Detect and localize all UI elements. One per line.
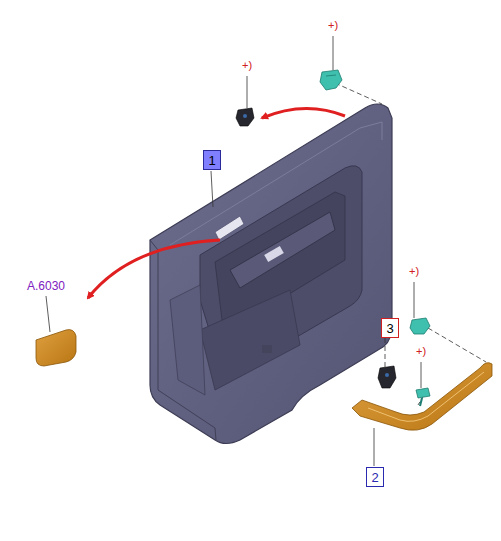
footnote-mark: +) — [409, 266, 419, 277]
teal-clip — [320, 70, 342, 90]
black-clip — [236, 108, 254, 126]
callout-text: 2 — [371, 471, 378, 484]
callout-number: 2 — [366, 467, 384, 487]
door-panel — [150, 104, 392, 444]
callout-text: 3 — [386, 322, 393, 335]
teal-clip — [410, 318, 430, 334]
callout-number: 3 — [381, 318, 399, 338]
switch-bezel — [36, 330, 76, 366]
trim-strip — [352, 363, 492, 431]
removal-arrow — [262, 108, 345, 118]
teal-screw — [416, 388, 430, 406]
dashed-guides — [335, 83, 486, 405]
removal-arrow — [88, 240, 220, 298]
part-reference: A.6030 — [27, 280, 65, 292]
callout-text: 1 — [208, 154, 215, 167]
black-clip — [378, 366, 396, 388]
footnote-mark: +) — [416, 346, 426, 357]
footnote-mark: +) — [242, 60, 252, 71]
footnote-mark: +) — [328, 20, 338, 31]
callout-number: 1 — [203, 150, 221, 170]
